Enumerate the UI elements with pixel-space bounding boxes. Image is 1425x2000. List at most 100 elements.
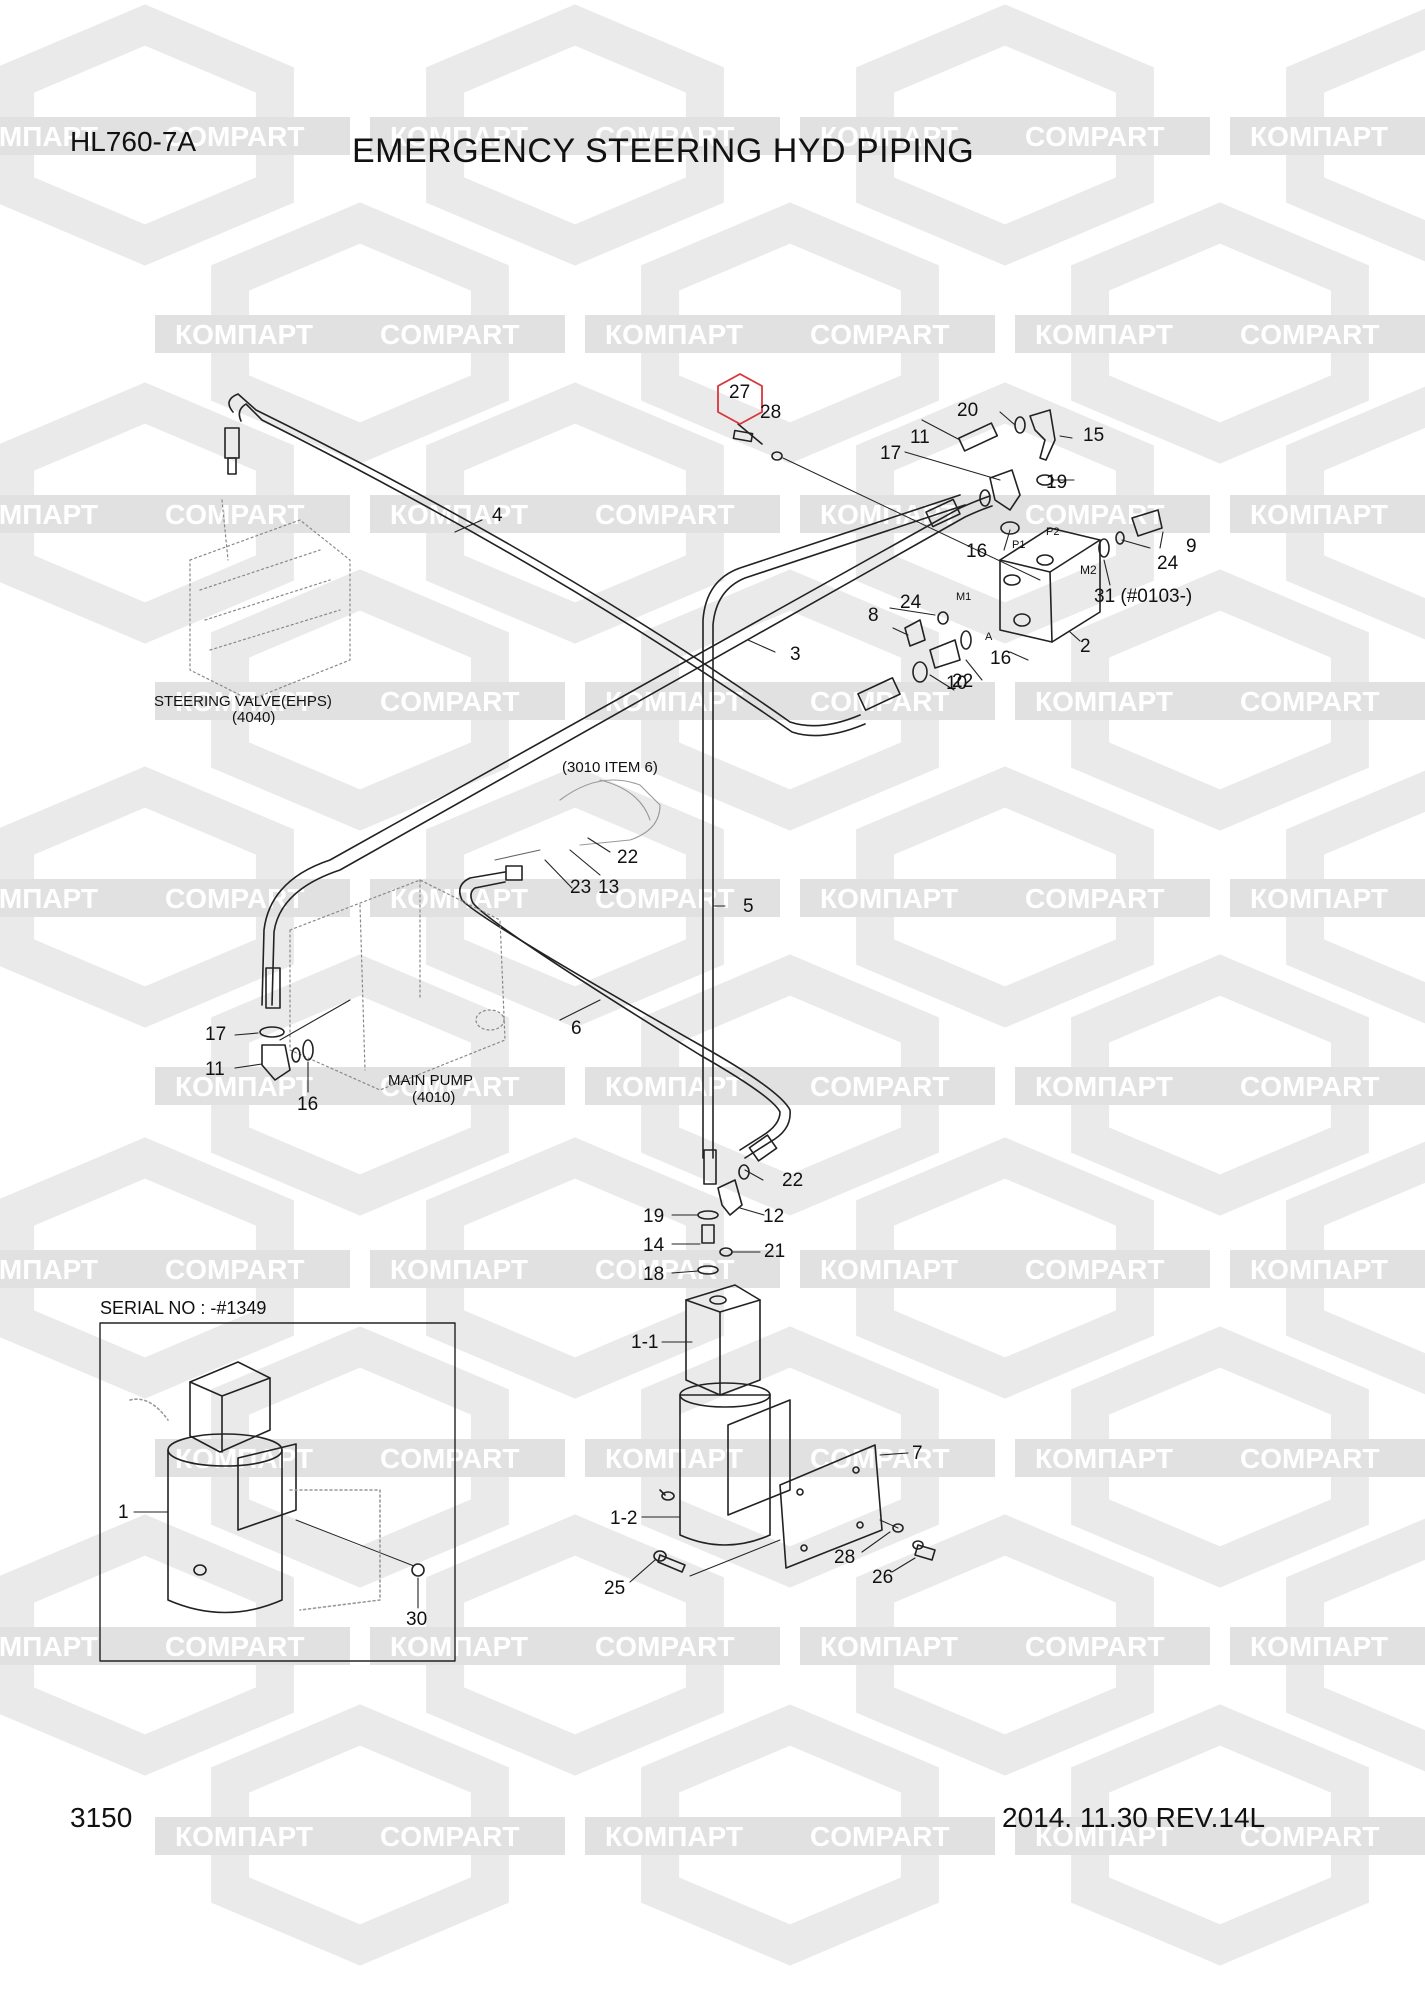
main-pump-label-1: MAIN PUMP (388, 1072, 473, 1089)
revision-date: 2014. 11.30 REV.14L (1002, 1802, 1266, 1833)
callout-28: 28 (834, 1547, 855, 1568)
callout-19: 19 (1046, 472, 1067, 493)
watermark-text-latin: COMPART (380, 1071, 519, 1102)
callout-24: 24 (900, 592, 922, 613)
watermark-text-latin: COMPART (1240, 1071, 1379, 1102)
hose-4 (228, 393, 866, 737)
watermark-text-latin: COMPART (1240, 686, 1379, 717)
lower-bolts (653, 1519, 936, 1577)
callout-17: 17 (880, 443, 901, 464)
watermark-text-latin: COMPART (165, 121, 304, 152)
page-number: 3150 (70, 1802, 133, 1833)
port-label-p2: P2 (1046, 526, 1059, 538)
watermark-text-cyrillic: КОМПАРТ (605, 686, 743, 717)
watermark-text-latin: COMPART (380, 686, 519, 717)
left-lower-fittings (259, 1026, 314, 1081)
watermark-text-cyrillic: КОМПАРТ (175, 686, 313, 717)
hose-6 (459, 871, 791, 1159)
hose-5 (702, 494, 966, 1159)
callout-4: 4 (492, 505, 503, 526)
watermark-text-cyrillic: КОМПАРТ (820, 121, 958, 152)
callout-2: 2 (1080, 636, 1091, 657)
watermark-tile: КОМПАРТ COMPART (370, 1514, 780, 1776)
watermark-text-cyrillic: КОМПАРТ (1250, 1254, 1388, 1285)
watermark-text-cyrillic: КОМПАРТ (390, 883, 528, 914)
callout-26: 26 (872, 1567, 893, 1588)
callout-22: 22 (617, 847, 638, 868)
leader-lines (133, 411, 1164, 1609)
callout-6: 6 (571, 1018, 582, 1039)
callout-1: 1 (118, 1502, 129, 1523)
watermark-text-cyrillic: КОМПАРТ (1250, 499, 1388, 530)
serial-number-box (99, 1322, 456, 1662)
watermark-text-cyrillic: КОМПАРТ (820, 1254, 958, 1285)
watermark-text-latin: COMPART (1240, 1821, 1379, 1852)
callout-13: 13 (598, 877, 619, 898)
callout-3: 3 (790, 644, 801, 665)
watermark-text-latin: COMPART (1240, 1443, 1379, 1474)
callout-22: 22 (782, 1170, 803, 1191)
watermark-text-latin: COMPART (1240, 319, 1379, 350)
callout-20: 20 (957, 400, 978, 421)
watermark-text-latin: COMPART (595, 1631, 734, 1662)
callout-18: 18 (643, 1264, 664, 1285)
watermark-text-latin: COMPART (1025, 883, 1164, 914)
callout-7: 7 (912, 1443, 923, 1464)
highlight-hexagon (717, 373, 763, 425)
hose-3 (261, 495, 993, 1006)
watermark-text-cyrillic: КОМПАРТ (390, 1631, 528, 1662)
watermark-text-latin: COMPART (810, 1821, 949, 1852)
watermark-text-cyrillic: КОМПАРТ (820, 1631, 958, 1662)
watermark-text-latin: COMPART (810, 1443, 949, 1474)
watermark-text-latin: COMPART (595, 883, 734, 914)
steering-valve-label-1: STEERING VALVE(EHPS) (154, 693, 332, 710)
callout-16: 16 (297, 1094, 318, 1115)
watermark-text-latin: COMPART (165, 499, 304, 530)
watermark-text-latin: COMPART (1025, 1631, 1164, 1662)
callout-12: 12 (763, 1206, 784, 1227)
callout-19: 19 (643, 1206, 664, 1227)
callout-11: 11 (910, 427, 930, 448)
callout-25: 25 (604, 1578, 625, 1599)
watermark-tile: КОМПАРТ COMPART (800, 1514, 1210, 1776)
3010-item-sketch (559, 779, 661, 846)
callout-30: 30 (406, 1609, 427, 1630)
watermark-text-cyrillic: КОМПАРТ (0, 1631, 98, 1662)
bracket-plate-7 (779, 1444, 883, 1569)
watermark-text-latin: COMPART (595, 121, 734, 152)
callout-15: 15 (1083, 425, 1104, 446)
steering-valve-sketch (189, 499, 351, 701)
hose-fittings (224, 422, 999, 1185)
callout-10: 10 (946, 673, 967, 694)
watermark-tile: КОМПАРТ COMPART (155, 569, 565, 831)
watermark-tile: КОМПАРТ COMPART (370, 766, 780, 1028)
watermark-text-latin: COMPART (380, 319, 519, 350)
model-number: HL760-7A (70, 126, 197, 157)
callout-8: 8 (868, 605, 879, 626)
lower-fittings-stack (697, 1164, 750, 1275)
port-label-m1: M1 (956, 591, 971, 603)
watermark-text-cyrillic: КОМПАРТ (1035, 319, 1173, 350)
watermark-text-cyrillic: КОМПАРТ (1250, 1631, 1388, 1662)
callout-27: 27 (729, 382, 750, 403)
watermark-text-cyrillic: КОМПАРТ (175, 1443, 313, 1474)
serial-number-title: SERIAL NO : -#1349 (100, 1298, 266, 1318)
watermark-text-latin: COMPART (595, 1254, 734, 1285)
watermark-text-cyrillic: КОМПАРТ (1250, 121, 1388, 152)
page-title: EMERGENCY STEERING HYD PIPING (352, 132, 975, 170)
